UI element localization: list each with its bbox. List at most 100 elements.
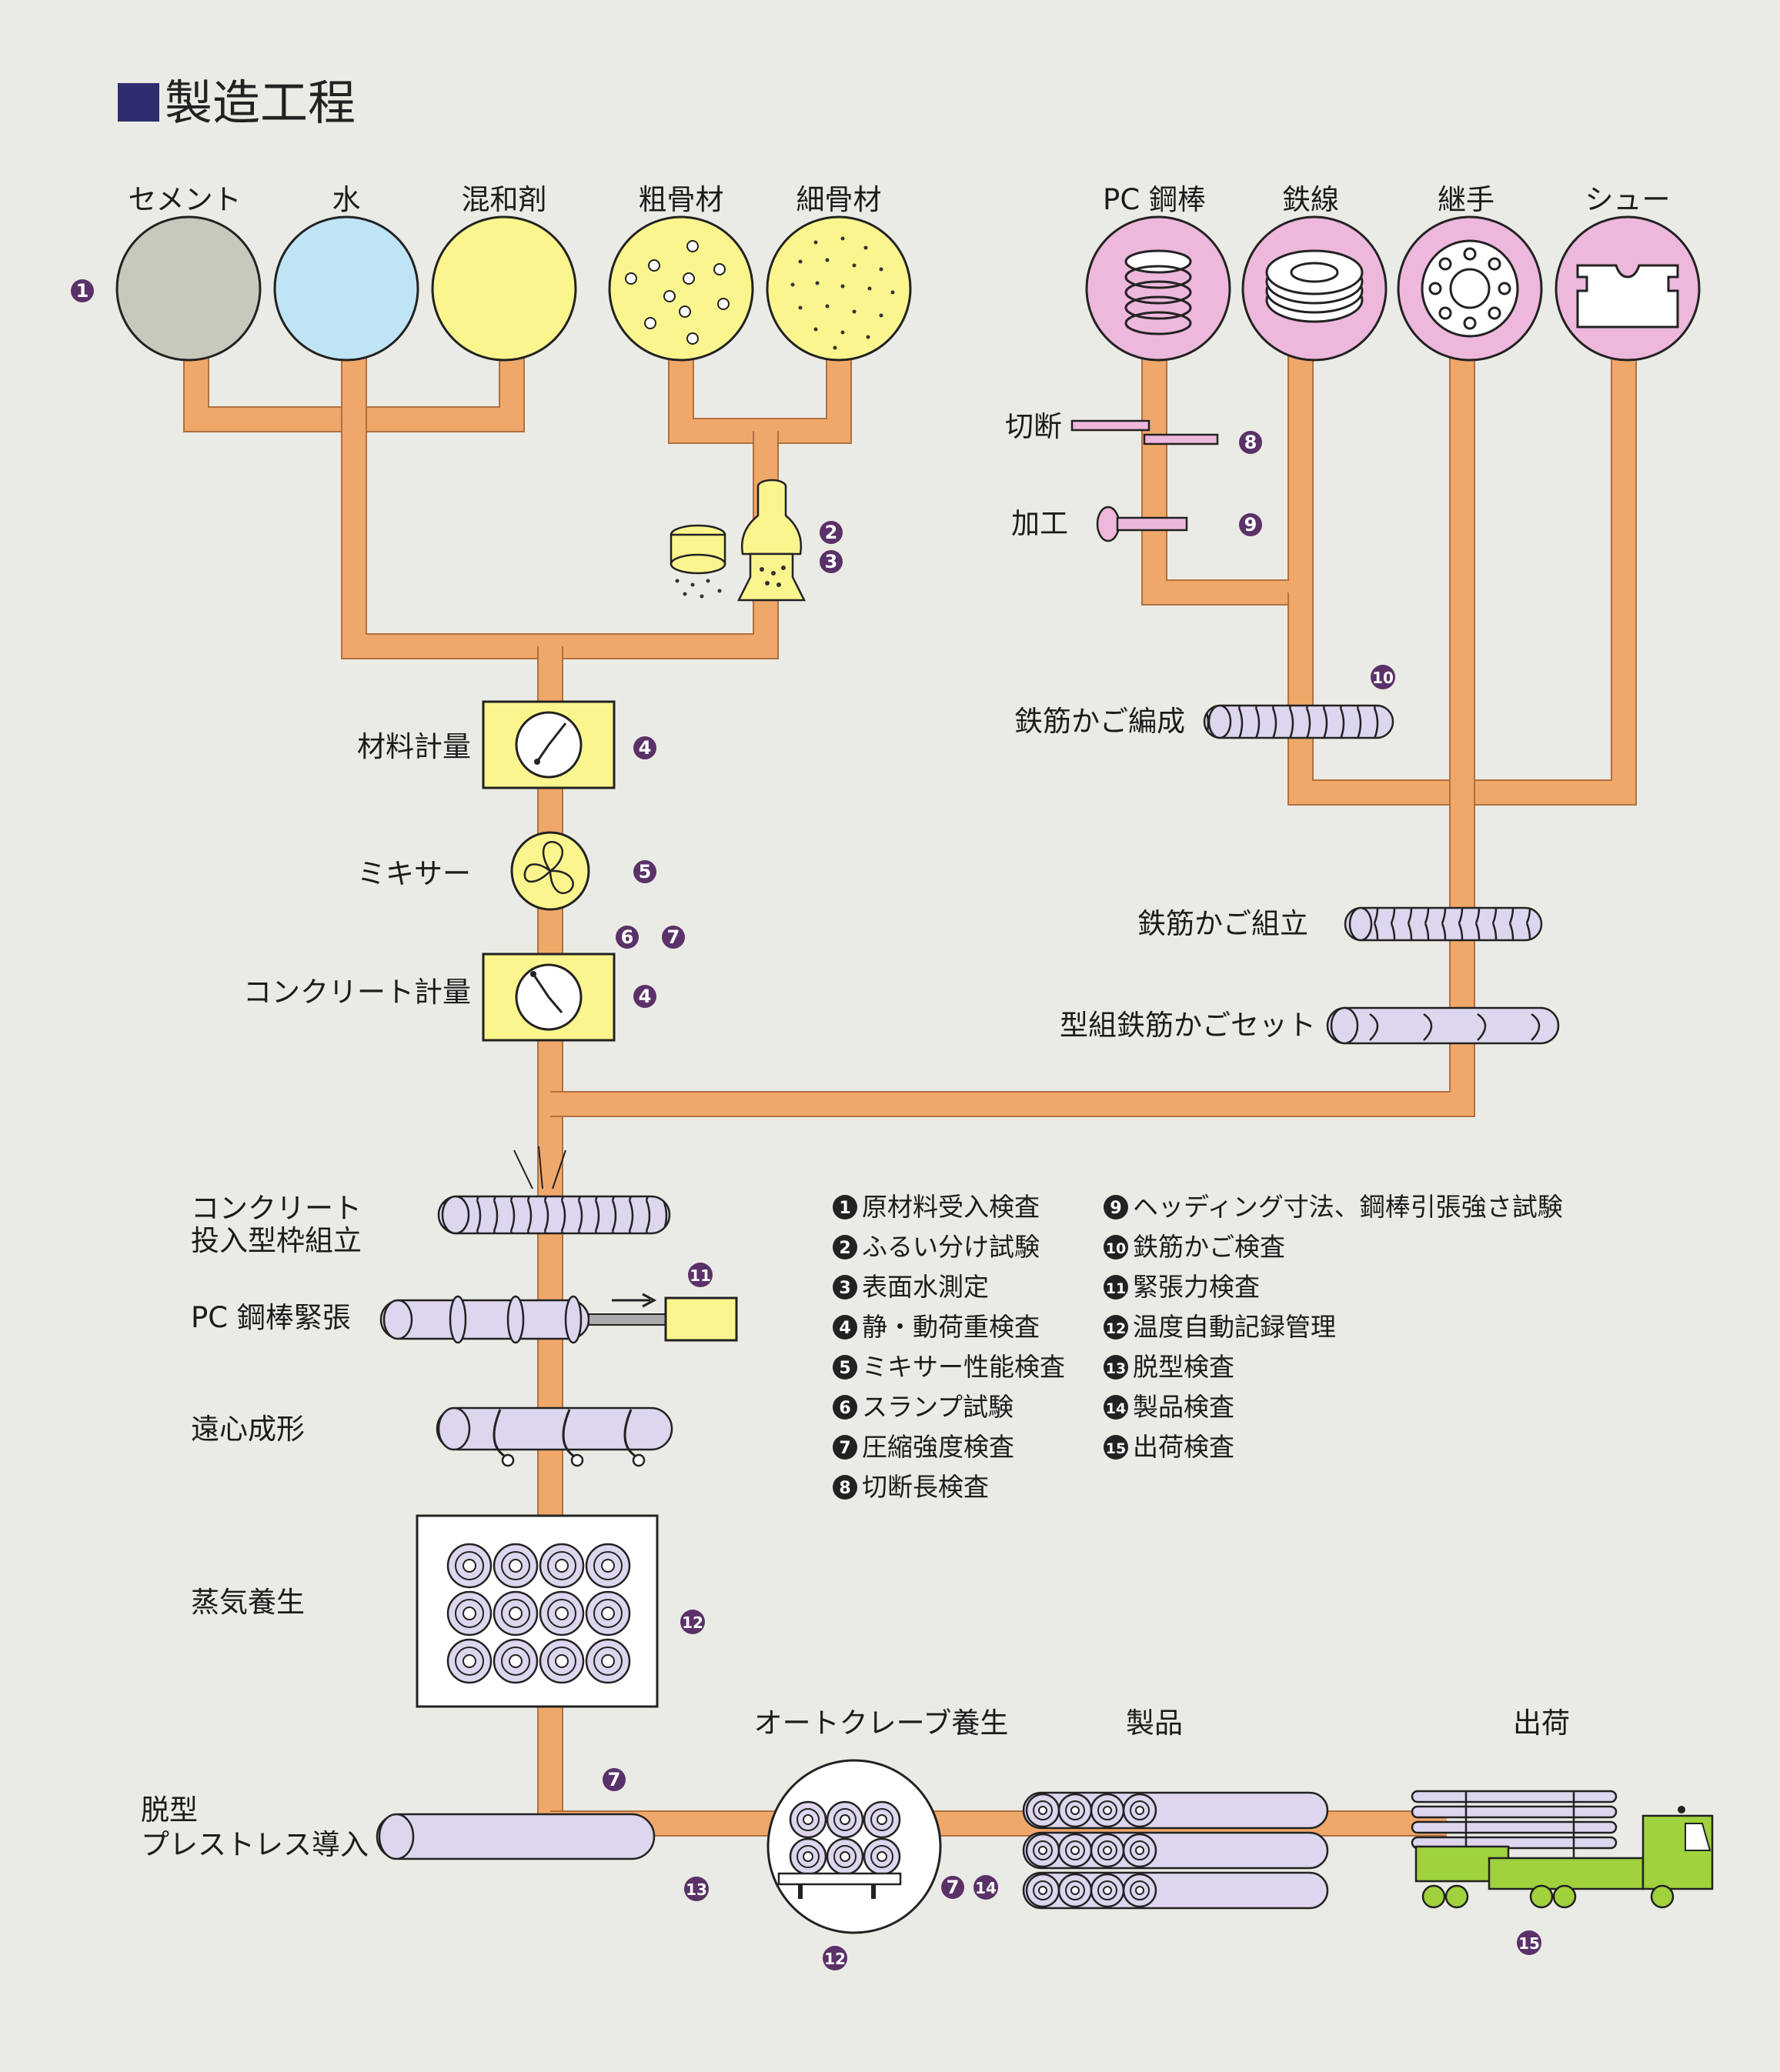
label-demold-line1: 脱型 (141, 1793, 198, 1827)
legend-text: スランプ試験 (862, 1392, 1014, 1422)
legend-number: 14 (1106, 1400, 1126, 1417)
badge-12: 12 (680, 1610, 705, 1634)
badge-4: 4 (633, 736, 656, 759)
label-centrifugal: 遠心成形 (191, 1413, 305, 1446)
legend-number: 13 (1106, 1360, 1126, 1377)
legend-number: 2 (839, 1239, 850, 1258)
svg-text:9: 9 (1244, 514, 1257, 536)
mold-with-cage-icon (437, 1195, 671, 1235)
badge-15: 15 (1517, 1930, 1541, 1955)
processing-step: 加工 (1011, 505, 1188, 542)
legend-item-5: 5 ミキサー性能検査 (833, 1352, 1065, 1382)
legend-number: 3 (839, 1279, 850, 1298)
badge-4: 4 (633, 985, 656, 1008)
label-cage-set: 型組鉄筋かごセット (1060, 1009, 1316, 1042)
inspection-badges: 1 2 3 4 5 6 7 4 8 9 10 11 12 7 13 12 7 1… (71, 279, 1541, 1970)
badge-10: 10 (1371, 665, 1395, 689)
legend-text: ミキサー性能検査 (862, 1352, 1065, 1382)
badge-14: 14 (973, 1875, 998, 1900)
badge-12: 12 (823, 1946, 847, 1970)
label-fine-aggregate: 細骨材 (796, 183, 882, 216)
label-steam-curing: 蒸気養生 (191, 1586, 305, 1619)
concrete-pour-icon (513, 1146, 566, 1189)
svg-text:13: 13 (686, 1880, 707, 1899)
cut-bar-upper-icon (1070, 419, 1150, 432)
label-cage-knitting: 鉄筋かご編成 (1014, 705, 1185, 738)
legend-text: 鉄筋かご検査 (1133, 1232, 1285, 1262)
legend-number: 10 (1106, 1240, 1126, 1257)
badge-1: 1 (71, 279, 94, 302)
cut-bar-lower-icon (1143, 433, 1219, 445)
label-admixture: 混和剤 (462, 183, 547, 216)
label-mold-assembly-line1: コンクリート (191, 1192, 362, 1225)
label-cutting: 切断 (1005, 410, 1062, 443)
legend-text: 静・動荷重検査 (862, 1312, 1040, 1342)
cement-circle (115, 215, 262, 362)
badge-9: 9 (1239, 513, 1262, 536)
cage-assembly-step: 鉄筋かご組立 (1137, 906, 1543, 942)
badge-7: 7 (662, 926, 685, 949)
autoclave-step: オートクレーブ養生 (754, 1707, 1009, 1934)
label-processing: 加工 (1011, 507, 1068, 540)
autoclave-cart (777, 1872, 902, 1886)
mold-with-cage-icon (1326, 1006, 1560, 1045)
legend-item-9: 9 ヘッディング寸法、鋼棒引張強さ試験 (1104, 1192, 1563, 1222)
badge-3: 3 (820, 550, 843, 573)
rebar-cage-icon (1344, 906, 1543, 942)
legend-number: 12 (1106, 1320, 1126, 1337)
water-circle (273, 215, 419, 362)
label-autoclave: オートクレーブ養生 (754, 1707, 1009, 1740)
badge-6: 6 (616, 926, 639, 949)
legend-text: 温度自動記録管理 (1133, 1312, 1336, 1342)
tension-jack-box (664, 1296, 738, 1342)
coarse-aggregate-circle (608, 215, 754, 362)
centrifugal-step: 遠心成形 (191, 1406, 673, 1467)
cage-knitting-step: 鉄筋かご編成 (1014, 704, 1394, 739)
label-pc-tension: PC 鋼棒緊張 (191, 1301, 351, 1334)
label-shoe: シュー (1585, 183, 1671, 216)
svg-text:3: 3 (825, 551, 838, 572)
stacked-piles-icon (789, 1800, 901, 1876)
moisture-hopper-icon (736, 479, 807, 602)
legend-number: 8 (839, 1479, 850, 1498)
legend-text: 表面水測定 (862, 1272, 989, 1302)
title-square-icon (118, 83, 159, 122)
legend-text: 切断長検査 (862, 1472, 989, 1502)
svg-text:11: 11 (690, 1266, 711, 1285)
label-pc-bar: PC 鋼棒 (1103, 183, 1206, 216)
label-product: 製品 (1126, 1707, 1183, 1740)
svg-text:7: 7 (608, 1769, 621, 1790)
legend-text: 緊張力検査 (1133, 1272, 1260, 1302)
svg-text:8: 8 (1244, 432, 1257, 453)
label-water: 水 (332, 183, 361, 216)
legend-number: 5 (839, 1359, 850, 1378)
pc-tension-step: PC 鋼棒緊張 (191, 1293, 738, 1344)
legend-number: 9 (1110, 1199, 1121, 1218)
svg-text:6: 6 (621, 926, 634, 948)
label-mixer: ミキサー (357, 857, 471, 890)
svg-text:7: 7 (667, 926, 680, 948)
badge-8: 8 (1239, 431, 1262, 454)
svg-text:14: 14 (975, 1879, 997, 1897)
legend-number: 7 (839, 1439, 850, 1458)
label-wire: 鉄線 (1282, 183, 1339, 216)
cutting-step: 切断 (1005, 410, 1219, 445)
flow-pipes (183, 354, 1637, 1837)
legend-text: ヘッディング寸法、鋼棒引張強さ試験 (1133, 1192, 1563, 1222)
sieve-icon (670, 524, 726, 599)
mold-assembly-step: コンクリート 投入型枠組立 (191, 1146, 671, 1257)
demold-step: 脱型 プレストレス導入 (141, 1793, 656, 1861)
legend-item-12: 12 温度自動記録管理 (1104, 1312, 1336, 1342)
legend-text: 原材料受入検査 (862, 1192, 1040, 1222)
product-piles-icon (1022, 1791, 1329, 1910)
admixture-circle (431, 215, 577, 362)
svg-text:12: 12 (824, 1950, 846, 1968)
svg-text:5: 5 (639, 861, 652, 883)
svg-text:10: 10 (1372, 669, 1394, 687)
